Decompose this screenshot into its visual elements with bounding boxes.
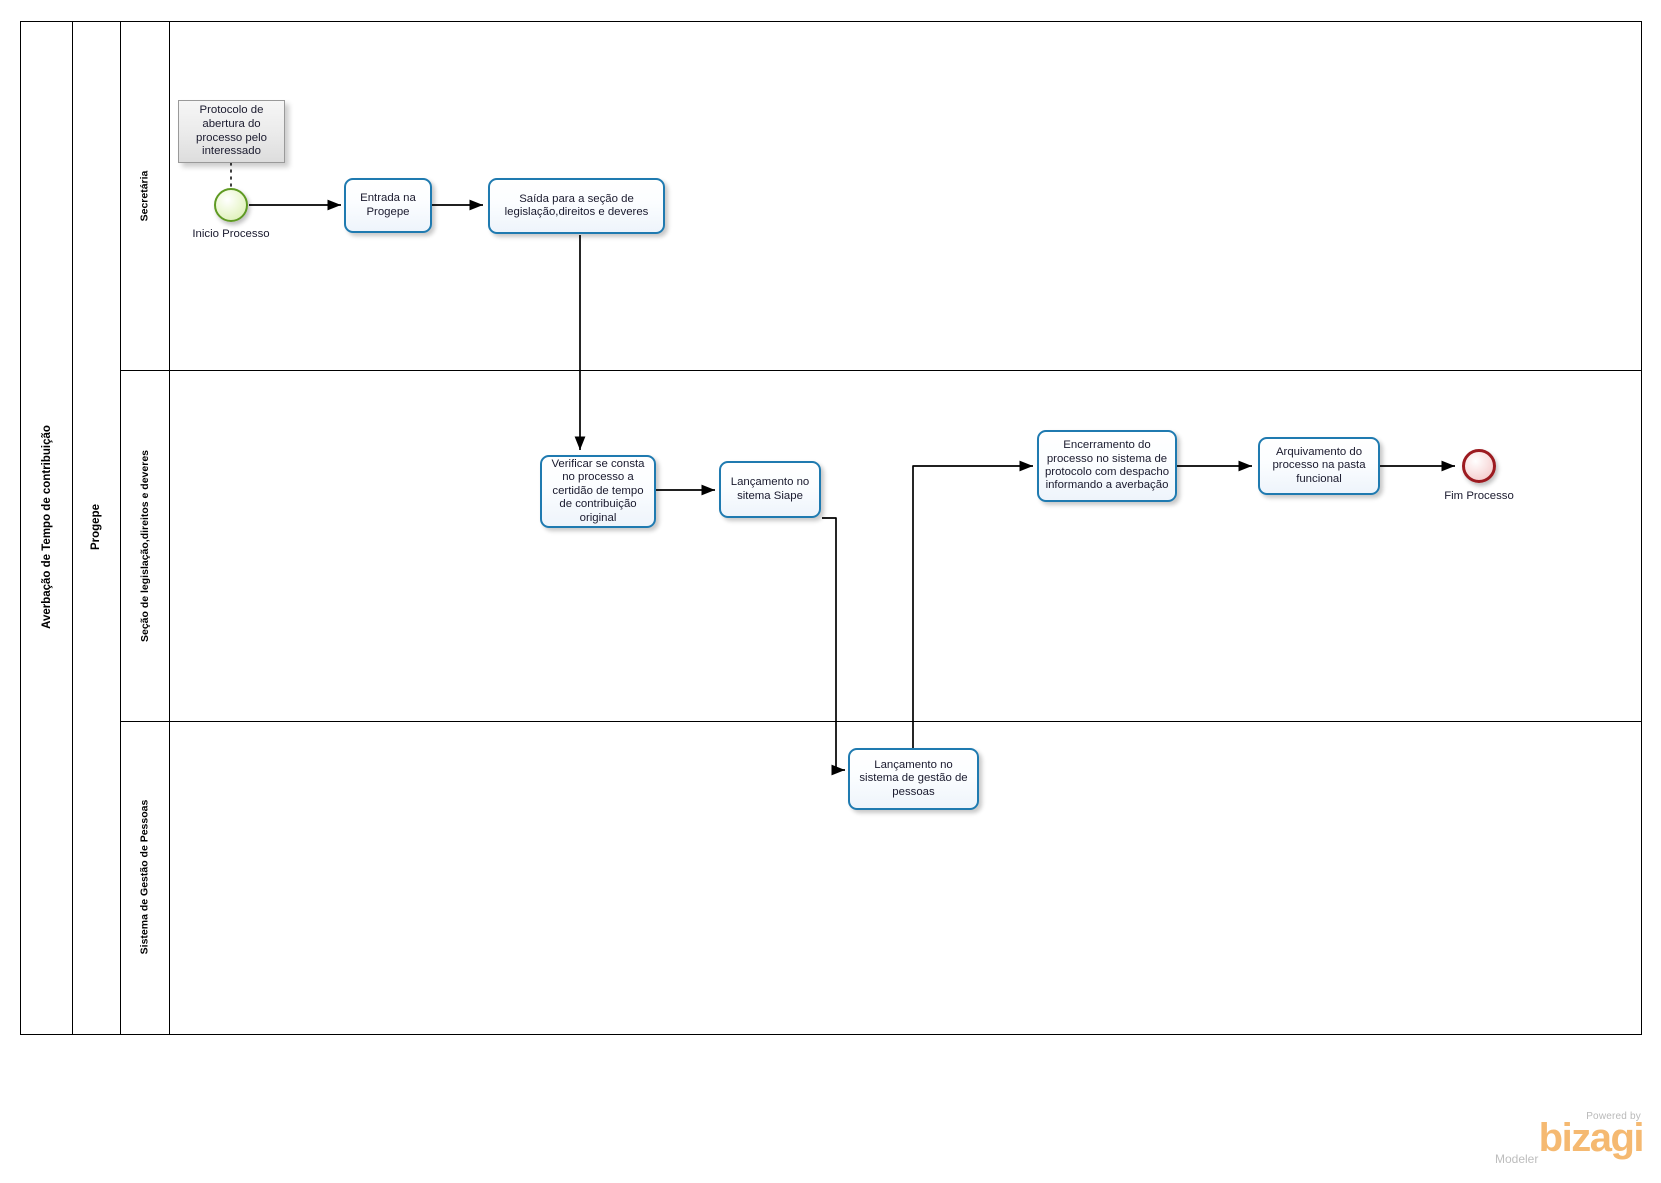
task-lancamento-siape[interactable]: Lançamento no sitema Siape <box>719 461 821 518</box>
lane-label-divider <box>169 22 170 1034</box>
pool-title-divider <box>72 22 73 1034</box>
task-saida-secao-label: Saída para a seção de legislação,direito… <box>504 192 649 218</box>
bizagi-watermark: Powered by bizagi Modeler <box>1463 1111 1645 1173</box>
task-saida-secao[interactable]: Saída para a seção de legislação,direito… <box>488 178 665 234</box>
lane-divider-1 <box>120 370 1641 371</box>
task-entrada-progepe[interactable]: Entrada na Progepe <box>344 178 432 233</box>
start-event-label: Inicio Processo <box>192 228 270 240</box>
bizagi-brand-text: bizagi <box>1538 1116 1645 1160</box>
flow-siape-to-gestao <box>822 517 845 776</box>
flow-gestao-to-encerramento <box>912 460 1033 748</box>
annotation-protocolo-text: Protocolo de abertura do processo pelo i… <box>196 104 267 158</box>
task-lancamento-siape-label: Lançamento no sitema Siape <box>730 476 810 502</box>
task-encerramento[interactable]: Encerramento do processo no sistema de p… <box>1037 430 1177 502</box>
end-event-label: Fim Processo <box>1444 490 1514 502</box>
end-event[interactable] <box>1462 449 1496 483</box>
task-arquivamento[interactable]: Arquivamento do processo na pasta funcio… <box>1258 437 1380 495</box>
bizagi-product-text: Modeler <box>1495 1152 1539 1166</box>
task-arquivamento-label: Arquivamento do processo na pasta funcio… <box>1272 445 1366 485</box>
task-lancamento-gestao-pessoas-label: Lançamento no sistema de gestão de pesso… <box>859 758 968 798</box>
start-event[interactable] <box>214 188 248 222</box>
pool-averbacao: Averbação de Tempo de contribuição Proge… <box>20 21 1642 1035</box>
bizagi-powered-by-text: Powered by <box>1586 1111 1641 1122</box>
annotation-protocolo: Protocolo de abertura do processo pelo i… <box>178 100 285 163</box>
task-verificar-certidao-label: Verificar se consta no processo a certid… <box>551 457 645 524</box>
task-entrada-progepe-label: Entrada na Progepe <box>360 192 416 218</box>
lane-divider-2 <box>120 721 1641 722</box>
participant-divider <box>120 22 121 1034</box>
task-lancamento-gestao-pessoas[interactable]: Lançamento no sistema de gestão de pesso… <box>848 748 979 810</box>
task-verificar-certidao[interactable]: Verificar se consta no processo a certid… <box>540 455 656 528</box>
task-encerramento-label: Encerramento do processo no sistema de p… <box>1044 439 1170 492</box>
